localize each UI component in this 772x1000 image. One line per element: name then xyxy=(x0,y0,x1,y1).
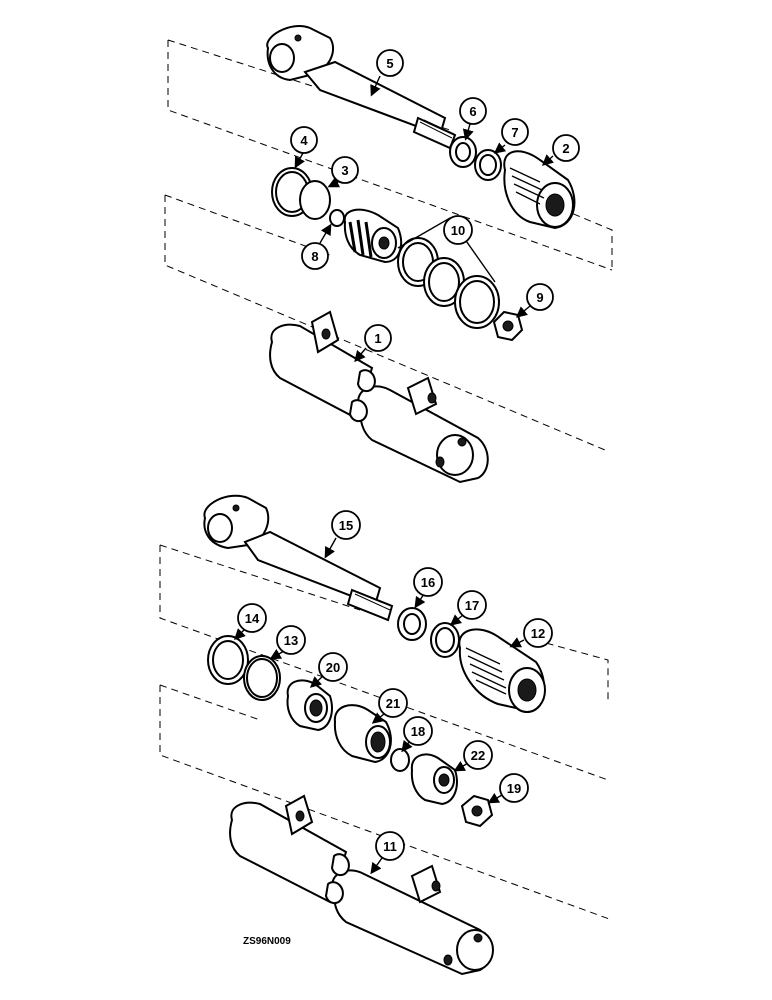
callout-1: 1 xyxy=(354,324,392,363)
callout-14: 14 xyxy=(234,603,267,640)
top-assembly xyxy=(164,25,613,484)
callout-label: 1 xyxy=(374,331,381,346)
callout-18: 18 xyxy=(401,716,433,753)
bottom-assembly xyxy=(159,494,613,976)
callout-3: 3 xyxy=(327,156,359,188)
piston-rod xyxy=(203,494,394,622)
lock-nut xyxy=(492,310,524,342)
piston-part xyxy=(286,679,333,732)
o-ring xyxy=(299,180,331,220)
o-ring xyxy=(329,209,345,227)
callouts: 5 6 7 2 4 3 xyxy=(234,49,580,875)
callout-16: 16 xyxy=(413,567,443,609)
callout-label: 11 xyxy=(383,839,397,854)
callout-label: 22 xyxy=(471,748,485,763)
piston-rod xyxy=(266,25,457,150)
o-ring xyxy=(390,748,410,772)
callout-21: 21 xyxy=(371,688,408,724)
callout-4: 4 xyxy=(290,126,318,169)
callout-17: 17 xyxy=(449,590,487,626)
callout-label: 4 xyxy=(300,133,308,148)
callout-label: 9 xyxy=(536,290,543,305)
callout-10: 10 xyxy=(443,215,473,245)
callout-15: 15 xyxy=(324,510,361,559)
callout-6: 6 xyxy=(459,97,487,141)
callout-label: 16 xyxy=(421,575,435,590)
callout-7: 7 xyxy=(493,118,529,154)
callout-label: 14 xyxy=(245,611,260,626)
callout-12: 12 xyxy=(509,618,553,648)
callout-label: 18 xyxy=(411,724,425,739)
dashed-frame xyxy=(159,544,609,781)
cylinder-head xyxy=(458,628,546,713)
callout-label: 21 xyxy=(386,696,400,711)
callout-label: 13 xyxy=(284,633,298,648)
callout-label: 19 xyxy=(507,781,521,796)
callout-label: 7 xyxy=(511,125,518,140)
piston xyxy=(343,208,403,264)
dashed-frame xyxy=(534,639,609,700)
dashed-frame xyxy=(159,684,613,921)
lock-nut xyxy=(460,794,494,828)
piston-part xyxy=(410,753,458,806)
callout-9: 9 xyxy=(515,283,554,318)
callout-label: 5 xyxy=(386,56,393,71)
callout-label: 10 xyxy=(451,223,465,238)
callout-5: 5 xyxy=(370,49,404,97)
drawing-code: ZS96N009 xyxy=(243,936,291,947)
callout-2: 2 xyxy=(541,134,580,166)
cylinder-head xyxy=(503,150,576,230)
callout-label: 20 xyxy=(326,660,340,675)
callout-label: 15 xyxy=(339,518,353,533)
cylinder-barrel xyxy=(229,794,494,976)
callout-11: 11 xyxy=(370,831,405,875)
callout-19: 19 xyxy=(487,773,529,804)
callout-label: 2 xyxy=(562,141,569,156)
callout-label: 8 xyxy=(311,249,318,264)
cylinder-barrel xyxy=(269,310,489,484)
callout-20: 20 xyxy=(309,652,348,688)
callout-8: 8 xyxy=(301,223,332,270)
dashed-frame xyxy=(164,194,606,451)
callout-label: 6 xyxy=(469,104,476,119)
callout-label: 3 xyxy=(341,163,348,178)
callout-label: 12 xyxy=(531,626,545,641)
callout-13: 13 xyxy=(269,625,306,660)
callout-22: 22 xyxy=(453,740,493,772)
callout-label: 17 xyxy=(465,598,479,613)
spacer-tube xyxy=(333,704,392,764)
